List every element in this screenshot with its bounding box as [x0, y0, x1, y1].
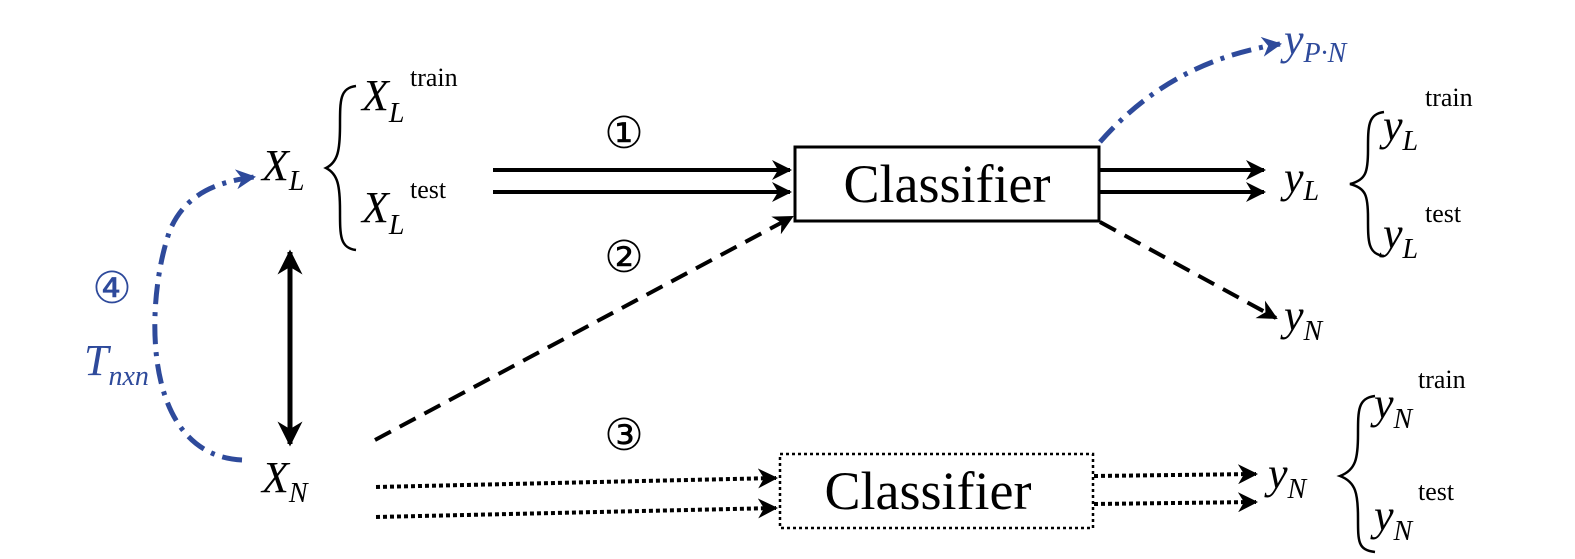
yl-test-label: yL	[1379, 209, 1418, 265]
step-4-label: ④	[92, 264, 131, 313]
step-1-label: ①	[604, 109, 643, 158]
path-3-arrows	[375, 468, 778, 519]
xl-test-label: XL	[360, 183, 404, 241]
yn-label: yN	[1280, 291, 1324, 347]
y-pn-label: yP·N	[1280, 15, 1348, 69]
classifier-solid-box: Classifier	[793, 145, 1101, 223]
dashed-arrow-to-yn	[1099, 220, 1278, 320]
t-nxn-label: Tnxn	[84, 336, 149, 392]
classifier-dotted-box: Classifier	[778, 452, 1095, 530]
yn-dotted-label: yN	[1264, 449, 1308, 505]
xl-train-sup: train	[410, 63, 458, 92]
yn-test-label: yN	[1370, 491, 1414, 547]
yl-train-sup: train	[1425, 83, 1473, 112]
yn-train-sup: train	[1418, 365, 1466, 394]
xl-test-sup: test	[410, 175, 447, 204]
classifier-solid-label: Classifier	[844, 154, 1051, 214]
blue-arrow-to-ypn	[1098, 36, 1282, 144]
classifier-output-arrows	[1099, 160, 1266, 202]
yl-train-label: yL	[1379, 101, 1418, 157]
xl-brace	[323, 84, 357, 252]
yl-test-sup: test	[1425, 199, 1462, 228]
xl-label: XL	[260, 141, 304, 197]
xn-label: XN	[260, 453, 309, 509]
classifier-dotted-label: Classifier	[825, 461, 1032, 521]
step-2-label: ②	[604, 233, 643, 282]
yn-train-label: yN	[1370, 379, 1414, 435]
path-4-transform-curve	[152, 169, 256, 463]
xl-train-label: XL	[360, 71, 404, 129]
step-3-label: ③	[604, 411, 643, 460]
path-2-arrow	[374, 215, 794, 442]
dotted-classifier-output-arrows	[1093, 464, 1258, 513]
path-1-arrows	[493, 160, 792, 202]
yn-test-sup: test	[1418, 477, 1455, 506]
yn-brace	[1336, 394, 1376, 554]
yl-brace	[1349, 110, 1385, 258]
yl-label: yL	[1280, 153, 1319, 207]
